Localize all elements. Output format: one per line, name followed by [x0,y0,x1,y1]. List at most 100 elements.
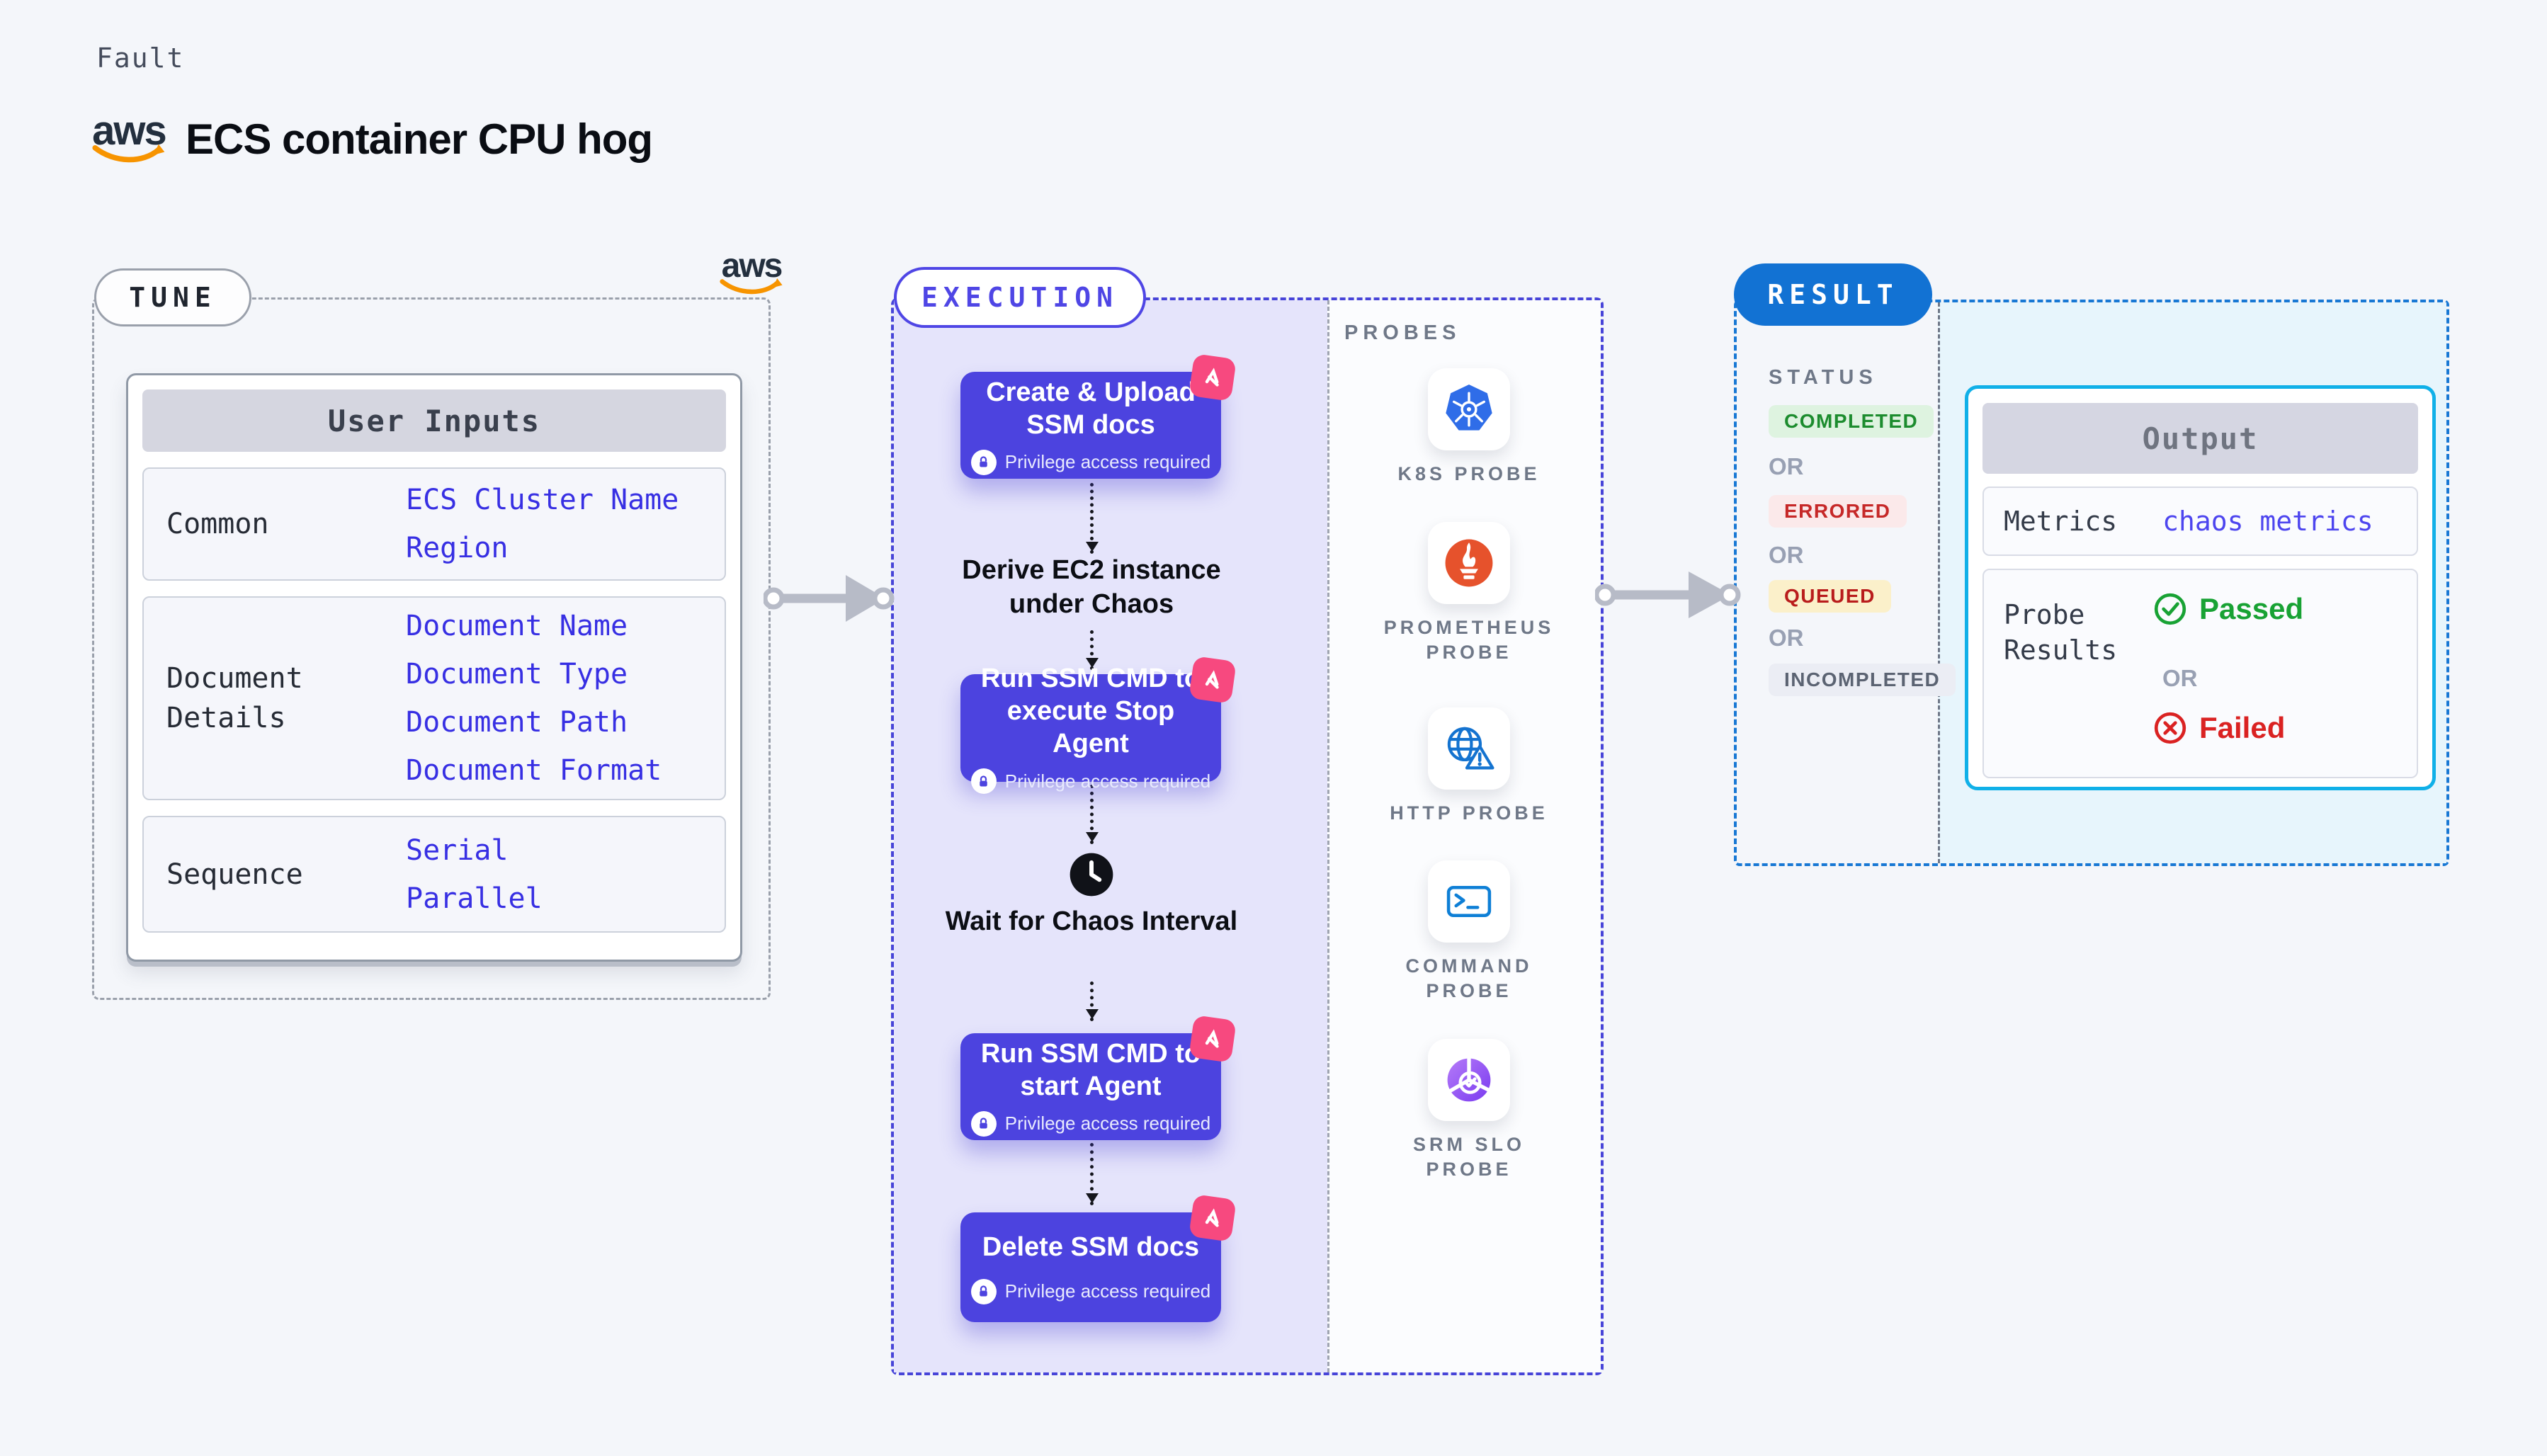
connector-arrow [1086,630,1099,670]
probe-prometheus: PROMETHEUS PROBE [1377,522,1561,665]
input-value: Region [406,532,509,564]
chaos-badge-icon [1189,353,1237,402]
execution-to-result-arrow [1595,571,1741,618]
privilege-note: Privilege access required [1004,1280,1211,1302]
step-derive-ec2-instance: Derive EC2 instance under Chaos [962,555,1221,619]
input-value: Document Type [406,658,628,690]
chaos-badge-icon [1189,1194,1237,1242]
privilege-note: Privilege access required [1004,1113,1211,1134]
result-section: STATUS COMPLETED OR ERRORED OR QUEUED OR… [1734,300,2449,866]
probe-result-failed: Failed [2152,710,2285,746]
aws-smile-icon [92,144,165,163]
input-value: ECS Cluster Name [406,484,679,516]
step-title: Delete SSM docs [982,1232,1200,1262]
terminal-icon [1428,860,1510,943]
output-title: Output [1982,403,2418,474]
prometheus-icon [1428,522,1510,604]
output-row-probe-results: Probe Results Passed OR [1982,569,2418,778]
step-run-ssm-cmd-stop-agent: Run SSM CMD to execute Stop Agent Privil… [960,656,1237,794]
user-inputs-row-document-details: Document Details Document Name Document … [142,596,726,800]
probe-result-passed: Passed [2152,591,2303,627]
input-value: Serial [406,834,509,867]
slo-pie-check-icon [1428,1039,1510,1121]
http-globe-warning-icon [1428,707,1510,790]
lock-icon [970,768,997,794]
result-pill: RESULT [1734,263,1932,326]
input-value: Document Format [406,754,662,787]
probe-label: COMMAND PROBE [1405,955,1533,1001]
x-circle-icon [2154,712,2186,744]
or-label: OR [1769,625,1804,651]
probe-http: HTTP PROBE [1377,707,1561,826]
fault-kicker: Fault [96,42,185,74]
connector-arrow [1086,982,1099,1021]
probe-srm-slo: SRM SLO PROBE [1377,1039,1561,1182]
step-wait-for-chaos-interval: Wait for Chaos Interval [945,906,1238,936]
probe-label: PROMETHEUS PROBE [1383,617,1555,663]
passed-label: Passed [2199,592,2304,625]
step-title: Run SSM CMD to start Agent [980,1038,1201,1101]
tune-pill: TUNE [94,268,251,326]
execution-pill: EXECUTION [894,267,1146,328]
or-label: OR [2162,665,2198,691]
or-label: OR [1769,453,1804,479]
aws-corner-logo: aws [710,247,793,297]
aws-smile-icon [720,278,783,295]
input-value: Document Path [406,706,628,739]
probe-command: COMMAND PROBE [1377,860,1561,1003]
output-row-metrics: Metrics chaos metrics [1982,487,2418,556]
privilege-note: Privilege access required [1004,451,1211,472]
lock-icon [970,449,997,475]
connector-arrow [1086,785,1099,844]
or-label: OR [1769,542,1804,568]
aws-logo-text: aws [721,247,783,285]
user-inputs-row-common: Common ECS Cluster Name Region [142,467,726,581]
aws-logo: aws [92,108,167,165]
kubernetes-icon [1428,368,1510,450]
probes-pane [1327,300,1601,1372]
failed-label: Failed [2199,711,2286,744]
metrics-label: Metrics [2004,506,2118,537]
connector-arrow [1086,483,1099,554]
status-badge-errored: ERRORED [1769,495,1907,528]
user-inputs-row-sequence: Sequence Serial Parallel [142,816,726,933]
lock-icon [970,1278,997,1304]
user-inputs-title: User Inputs [142,389,726,452]
tune-to-execution-arrow [764,575,895,622]
status-badge-incompleted: INCOMPLETED [1769,664,1956,696]
probe-label: HTTP PROBE [1390,802,1548,824]
status-title: STATUS [1769,366,1878,389]
step-title: Run SSM CMD to execute Stop Agent [980,664,1201,758]
execution-section: Create & Upload SSM docs Privilege acces… [891,297,1604,1375]
output-card: Output Metrics chaos metrics Probe Resul… [1965,385,2436,790]
clock-icon [1068,300,1115,897]
execution-flow-pane [894,300,1327,1372]
row-label: Sequence [166,858,303,891]
user-inputs-card: User Inputs Common ECS Cluster Name Regi… [126,373,742,962]
step-run-ssm-cmd-start-agent: Run SSM CMD to start Agent Privilege acc… [960,1015,1237,1140]
probe-label: SRM SLO PROBE [1412,1134,1525,1180]
step-delete-ssm-docs: Delete SSM docs Privilege access require… [960,1194,1237,1322]
step-create-upload-ssm-docs: Create & Upload SSM docs Privilege acces… [960,353,1237,479]
row-label: Common [166,508,269,540]
status-badge-completed: COMPLETED [1769,405,1934,438]
input-value: Parallel [406,882,543,915]
metrics-value: chaos metrics [2162,506,2373,537]
chaos-badge-icon [1189,1015,1237,1063]
input-value: Document Name [406,610,628,642]
probe-k8s: K8S PROBE [1377,368,1561,487]
page-title: ECS container CPU hog [186,115,653,164]
tune-section [92,297,771,1000]
connector-arrow [1086,1143,1099,1205]
aws-logo-text: aws [92,108,167,154]
step-title: Create & Upload SSM docs [986,377,1196,440]
probe-label: K8S PROBE [1397,463,1541,484]
check-circle-icon [2154,593,2186,625]
page-header: aws ECS container CPU hog [92,108,653,165]
probe-results-label: Probe Results [2004,599,2118,666]
lock-icon [970,1110,997,1137]
row-label: Document Details [166,662,303,734]
status-badge-queued: QUEUED [1769,580,1891,613]
probes-title: PROBES [1344,322,1461,344]
chaos-badge-icon [1189,656,1237,704]
